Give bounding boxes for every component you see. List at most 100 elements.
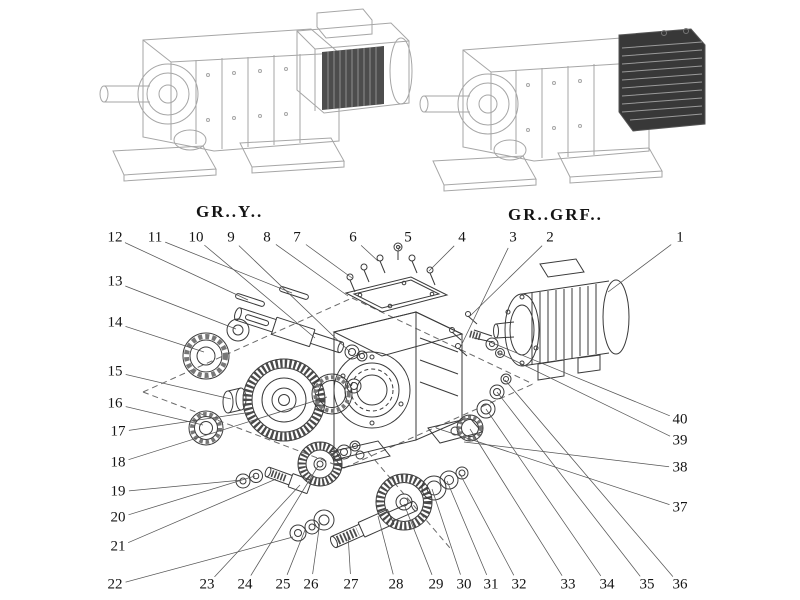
gry-base-foot-right bbox=[239, 137, 345, 168]
washers-mid bbox=[235, 469, 263, 489]
leader-line-5 bbox=[397, 246, 402, 251]
leader-line-9 bbox=[238, 245, 351, 353]
shaft-end-rings bbox=[344, 344, 368, 362]
leader-line-12 bbox=[124, 242, 249, 301]
gry-output-shaft bbox=[104, 85, 150, 103]
leader-line-40 bbox=[489, 341, 670, 417]
shaft-keyway bbox=[244, 314, 270, 327]
callout-15: 15 bbox=[107, 363, 123, 380]
callout-23: 23 bbox=[199, 576, 215, 593]
leader-line-17 bbox=[128, 411, 253, 431]
leader-line-30 bbox=[431, 488, 461, 575]
callout-22: 22 bbox=[107, 576, 123, 593]
motor-foot bbox=[537, 359, 565, 381]
rings-right bbox=[476, 373, 512, 419]
callout-9: 9 bbox=[227, 229, 235, 246]
motor bbox=[493, 258, 630, 381]
leader-line-26 bbox=[312, 521, 321, 575]
vent-plug bbox=[393, 242, 403, 260]
output-shaft bbox=[234, 307, 345, 354]
callout-19: 19 bbox=[110, 483, 126, 500]
leader-line-13 bbox=[125, 285, 237, 330]
grf-output-flange bbox=[457, 73, 519, 135]
callout-30: 30 bbox=[456, 576, 472, 593]
callout-2: 2 bbox=[546, 229, 554, 246]
leader-line-6 bbox=[360, 245, 379, 262]
callout-27: 27 bbox=[343, 576, 359, 593]
callout-12: 12 bbox=[107, 229, 123, 246]
gry-housing bbox=[142, 28, 340, 152]
callout-25: 25 bbox=[275, 576, 291, 593]
leader-line-25 bbox=[286, 529, 306, 575]
callout-8: 8 bbox=[263, 229, 271, 246]
callout-21: 21 bbox=[110, 538, 126, 555]
callout-34: 34 bbox=[599, 576, 615, 593]
motor-shaft bbox=[495, 321, 515, 339]
gear-large bbox=[242, 358, 326, 442]
leader-line-10 bbox=[204, 244, 316, 339]
leader-line-31 bbox=[446, 480, 488, 576]
input-side-parts bbox=[449, 311, 505, 358]
gear-mid bbox=[297, 440, 361, 487]
callout-18: 18 bbox=[110, 454, 126, 471]
leader-line-32 bbox=[459, 473, 515, 576]
input-washer-1 bbox=[485, 337, 499, 351]
gry-motor-body bbox=[296, 22, 410, 114]
callout-24: 24 bbox=[237, 576, 253, 593]
motor-fan-cowl bbox=[602, 279, 630, 355]
leader-line-11 bbox=[165, 241, 293, 294]
leader-line-21 bbox=[127, 478, 277, 544]
bearing-right bbox=[456, 414, 484, 442]
callout-36: 36 bbox=[672, 576, 688, 593]
gry-stator-fins bbox=[322, 46, 384, 110]
callout-28: 28 bbox=[388, 576, 404, 593]
leader-line-15 bbox=[125, 374, 232, 400]
leader-line-38 bbox=[463, 441, 670, 468]
leader-lines bbox=[124, 241, 674, 583]
cover-disc bbox=[226, 318, 250, 342]
callout-31: 31 bbox=[483, 576, 499, 593]
callout-14: 14 bbox=[107, 314, 123, 331]
callout-3: 3 bbox=[509, 229, 517, 246]
callout-5: 5 bbox=[404, 229, 412, 246]
gry-base-foot-left bbox=[112, 145, 217, 176]
leader-line-18 bbox=[128, 396, 328, 461]
leader-line-20 bbox=[128, 475, 256, 516]
bearing-lower bbox=[188, 410, 224, 446]
callout-16: 16 bbox=[107, 395, 123, 412]
leader-line-23 bbox=[214, 484, 301, 578]
callout-37: 37 bbox=[672, 499, 688, 516]
gry-fan-cowl bbox=[389, 37, 413, 105]
leader-line-24 bbox=[250, 465, 319, 576]
callout-33: 33 bbox=[560, 576, 576, 593]
leader-line-2 bbox=[469, 245, 543, 317]
washers-bottom bbox=[289, 509, 335, 542]
input-washer-2 bbox=[495, 348, 505, 358]
callout-4: 4 bbox=[458, 229, 466, 246]
variant-label-gr-grf: GR..GRF.. bbox=[508, 205, 603, 224]
gear-bottom bbox=[375, 473, 433, 531]
leader-line-1 bbox=[607, 244, 672, 293]
callout-6: 6 bbox=[349, 229, 357, 246]
callout-35: 35 bbox=[639, 576, 655, 593]
callout-7: 7 bbox=[293, 229, 301, 246]
rings-bottom-right bbox=[421, 466, 469, 501]
callout-38: 38 bbox=[672, 459, 688, 476]
leader-line-39 bbox=[496, 351, 671, 437]
callout-20: 20 bbox=[110, 509, 126, 526]
leader-line-3 bbox=[459, 247, 509, 349]
leader-line-33 bbox=[469, 428, 563, 576]
housing-foot-front bbox=[329, 440, 391, 469]
grf-base-foot-left bbox=[432, 155, 537, 186]
grf-base-foot-right bbox=[557, 147, 663, 178]
motor-terminal-box bbox=[539, 258, 585, 278]
machine-gr-y-drawing bbox=[99, 8, 413, 182]
callout-17: 17 bbox=[110, 423, 126, 440]
callout-1: 1 bbox=[676, 229, 684, 246]
leader-line-4 bbox=[428, 245, 455, 272]
callout-10: 10 bbox=[188, 229, 204, 246]
leader-line-28 bbox=[377, 515, 394, 575]
leader-line-8 bbox=[275, 244, 349, 297]
